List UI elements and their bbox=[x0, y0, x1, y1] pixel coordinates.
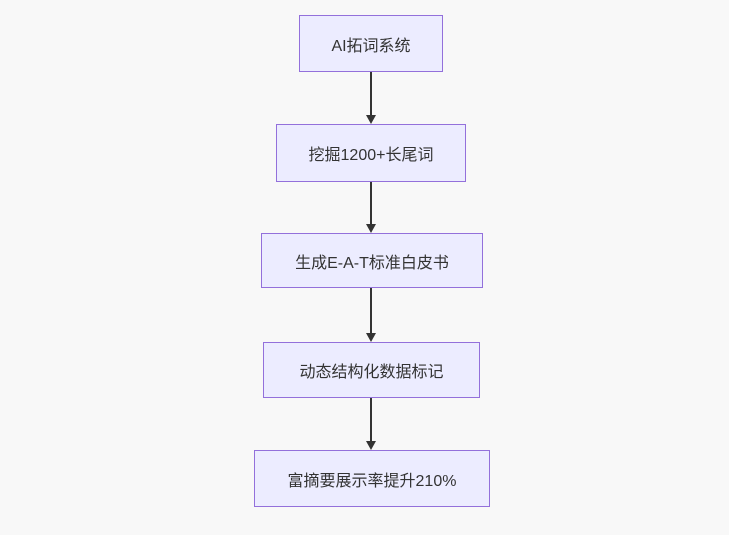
flow-edge-1 bbox=[366, 72, 376, 124]
edge-line bbox=[370, 72, 372, 118]
arrowhead-icon bbox=[366, 224, 376, 233]
edge-line bbox=[370, 288, 372, 336]
arrowhead-icon bbox=[366, 333, 376, 342]
flow-node-ai-expansion-system: AI拓词系统 bbox=[299, 15, 443, 72]
flow-edge-4 bbox=[366, 398, 376, 450]
flow-edge-2 bbox=[366, 182, 376, 233]
flow-node-rich-snippet-rate: 富摘要展示率提升210% bbox=[254, 450, 490, 507]
arrowhead-icon bbox=[366, 115, 376, 124]
flow-edge-3 bbox=[366, 288, 376, 342]
flow-node-structured-data-markup: 动态结构化数据标记 bbox=[263, 342, 480, 398]
edge-line bbox=[370, 398, 372, 444]
flow-node-eat-whitepaper: 生成E-A-T标准白皮书 bbox=[261, 233, 483, 288]
edge-line bbox=[370, 182, 372, 227]
arrowhead-icon bbox=[366, 441, 376, 450]
flow-node-longtail-mining: 挖掘1200+长尾词 bbox=[276, 124, 466, 182]
